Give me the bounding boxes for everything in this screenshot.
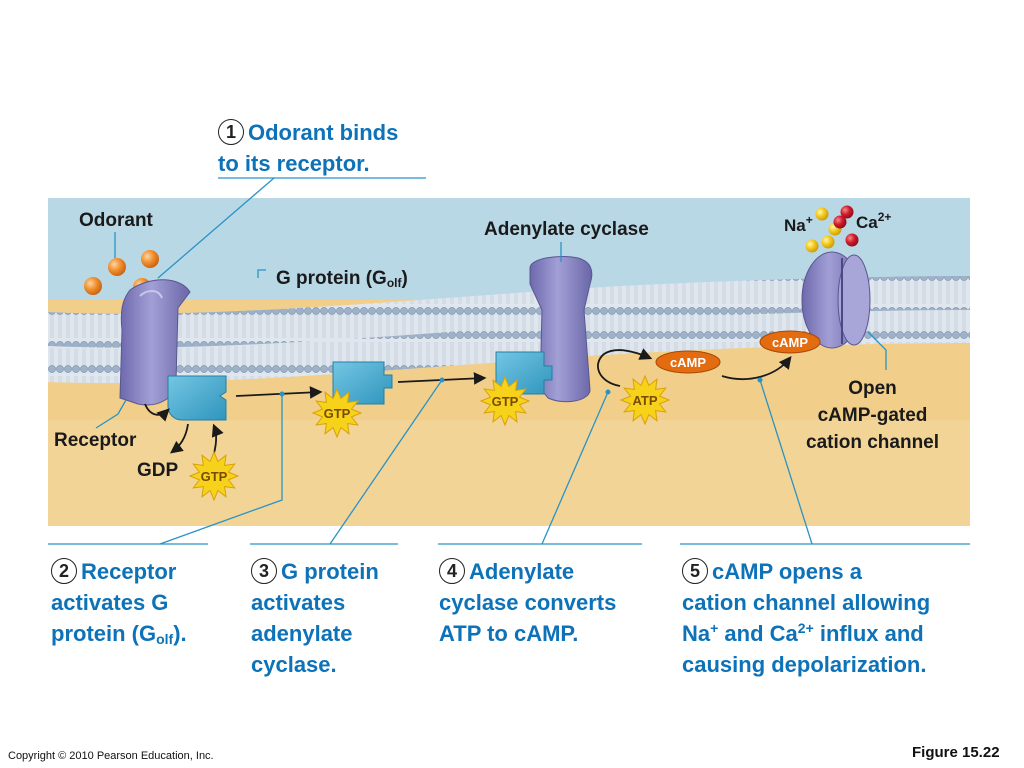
leader-lines — [48, 177, 970, 545]
step-5-line-2: cation channel allowing — [682, 590, 931, 615]
step-5-line-3: Na+ and Ca2+ influx and — [682, 620, 924, 646]
ions — [805, 205, 859, 253]
g-protein-at-receptor — [167, 375, 227, 421]
gtp-label-1: GTP — [201, 469, 228, 484]
copyright-notice: Copyright © 2010 Pearson Education, Inc. — [8, 750, 214, 762]
step-3-line-1: G protein — [281, 559, 379, 584]
gtp-burst-g-protein: GTP — [311, 387, 363, 439]
step-3-line-2: activates — [251, 590, 346, 615]
gtp-burst-cyclase: GTP — [479, 375, 531, 427]
adenylate-cyclase-label: Adenylate cyclase — [484, 219, 649, 240]
step-4-number: 4 — [439, 558, 465, 584]
step-3-line-3: adenylate — [251, 621, 353, 646]
camp-label-1: cAMP — [670, 355, 706, 370]
adenylate-cyclase — [529, 255, 593, 403]
step-5-line-1: cAMP opens a — [712, 559, 862, 584]
camp-label-2: cAMP — [772, 335, 808, 350]
odorant-label: Odorant — [79, 210, 153, 231]
g-protein-label: G protein (Golf) — [276, 268, 408, 290]
atp-burst: ATP — [619, 374, 671, 426]
step-4-line-2: cyclase converts — [439, 590, 617, 615]
step-1-line-1: Odorant binds — [248, 120, 399, 145]
na-ion-label: Na+ — [784, 213, 813, 235]
step-4-line-1: Adenylate — [469, 559, 575, 584]
gdp-label: GDP — [137, 460, 179, 481]
camp-molecule-2: cAMP — [759, 330, 821, 354]
step-5-number: 5 — [682, 558, 708, 584]
channel-label: Open cAMP-gated cation channel — [806, 375, 939, 456]
figure-number: Figure 15.22 — [912, 744, 1000, 761]
step-1-number: 1 — [218, 119, 244, 145]
atp-label: ATP — [632, 393, 657, 408]
leader-dots — [279, 377, 763, 397]
gtp-label-2: GTP — [324, 406, 351, 421]
odorant-receptor — [119, 279, 191, 406]
step-2-number: 2 — [51, 558, 77, 584]
plasma-membrane — [48, 276, 970, 384]
step-5-line-4: causing depolarization. — [682, 652, 927, 677]
gtp-burst-gdp-exchange: GTP — [188, 450, 240, 502]
ca-ion-label: Ca2+ — [856, 210, 892, 232]
step-1-line-2: to its receptor. — [218, 151, 370, 176]
step-2-line-1: Receptor — [81, 559, 177, 584]
channel-label-line-1: Open — [848, 378, 897, 399]
receptor-label: Receptor — [54, 430, 137, 451]
step-2-line-3: protein (Golf). — [51, 621, 187, 647]
camp-molecule-1: cAMP — [655, 350, 721, 374]
channel-label-line-2: cAMP-gated — [817, 405, 928, 426]
step-2-line-2: activates G — [51, 590, 169, 615]
camp-gated-channel — [801, 251, 871, 349]
step-3-number: 3 — [251, 558, 277, 584]
step-4-line-3: ATP to cAMP. — [439, 621, 579, 646]
gtp-label-3: GTP — [492, 394, 519, 409]
channel-label-line-3: cation channel — [806, 432, 940, 453]
step-3-line-4: cyclase. — [251, 652, 337, 677]
